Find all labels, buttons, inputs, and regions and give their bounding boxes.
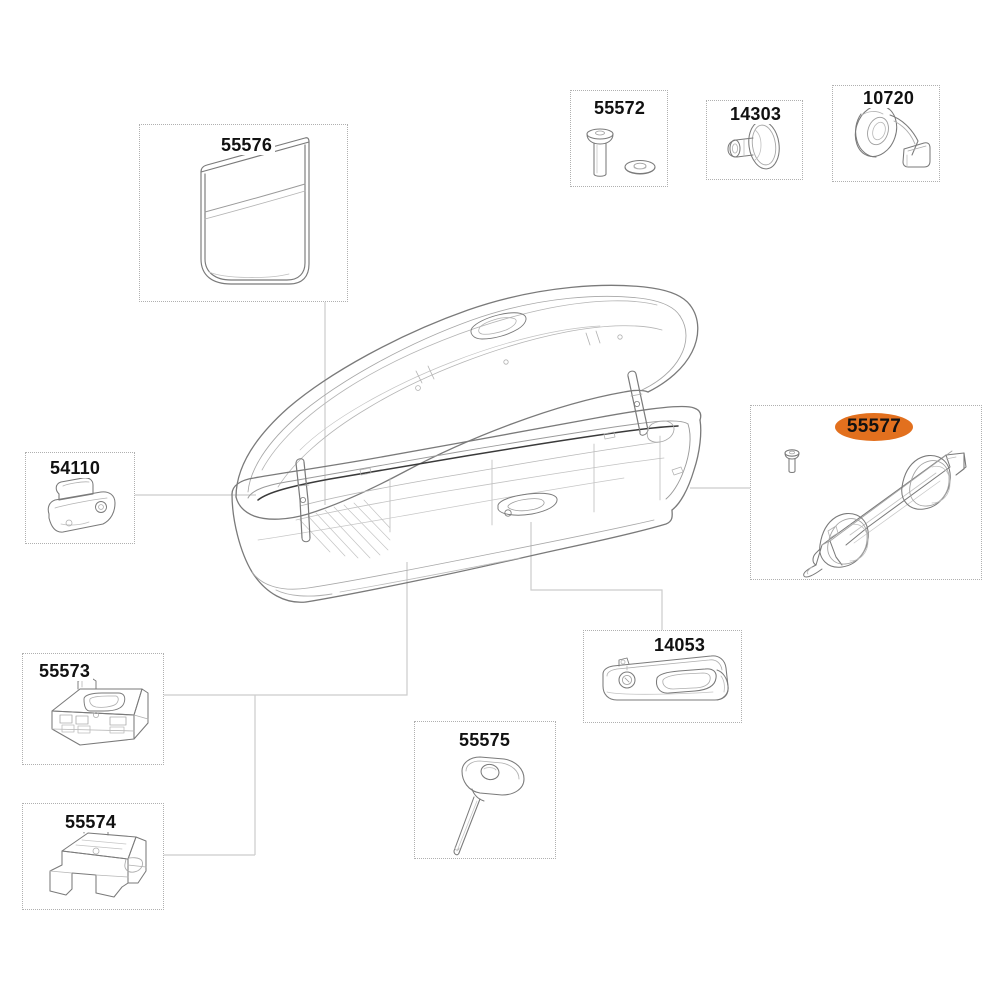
leader-line-14053 xyxy=(530,522,663,630)
part-box-14053[interactable] xyxy=(583,630,742,723)
part-label-14053: 14053 xyxy=(651,635,709,655)
part-box-54110[interactable] xyxy=(25,452,135,544)
part-label-55574: 55574 xyxy=(62,812,120,832)
part-label-54110: 54110 xyxy=(47,458,104,478)
part-label-14303: 14303 xyxy=(727,104,785,124)
part-box-14303[interactable] xyxy=(706,100,803,180)
part-box-55577[interactable] xyxy=(750,405,982,580)
part-box-55572[interactable] xyxy=(570,90,668,187)
part-label-10720: 10720 xyxy=(860,88,918,108)
highlight-ellipse xyxy=(835,413,913,441)
part-box-55574[interactable] xyxy=(22,803,164,910)
part-label-55572: 55572 xyxy=(591,98,649,118)
part-label-55577: 55577 xyxy=(846,416,902,437)
part-box-55575[interactable] xyxy=(414,721,556,859)
part-box-10720[interactable] xyxy=(832,85,940,182)
part-highlight-55577: 55577 xyxy=(835,413,913,441)
part-label-55573: 55573 xyxy=(36,661,94,681)
leader-line-box-bottom xyxy=(255,562,408,696)
part-label-55575: 55575 xyxy=(456,730,514,750)
part-label-55576: 55576 xyxy=(218,135,276,155)
part-box-55573[interactable] xyxy=(22,653,164,765)
